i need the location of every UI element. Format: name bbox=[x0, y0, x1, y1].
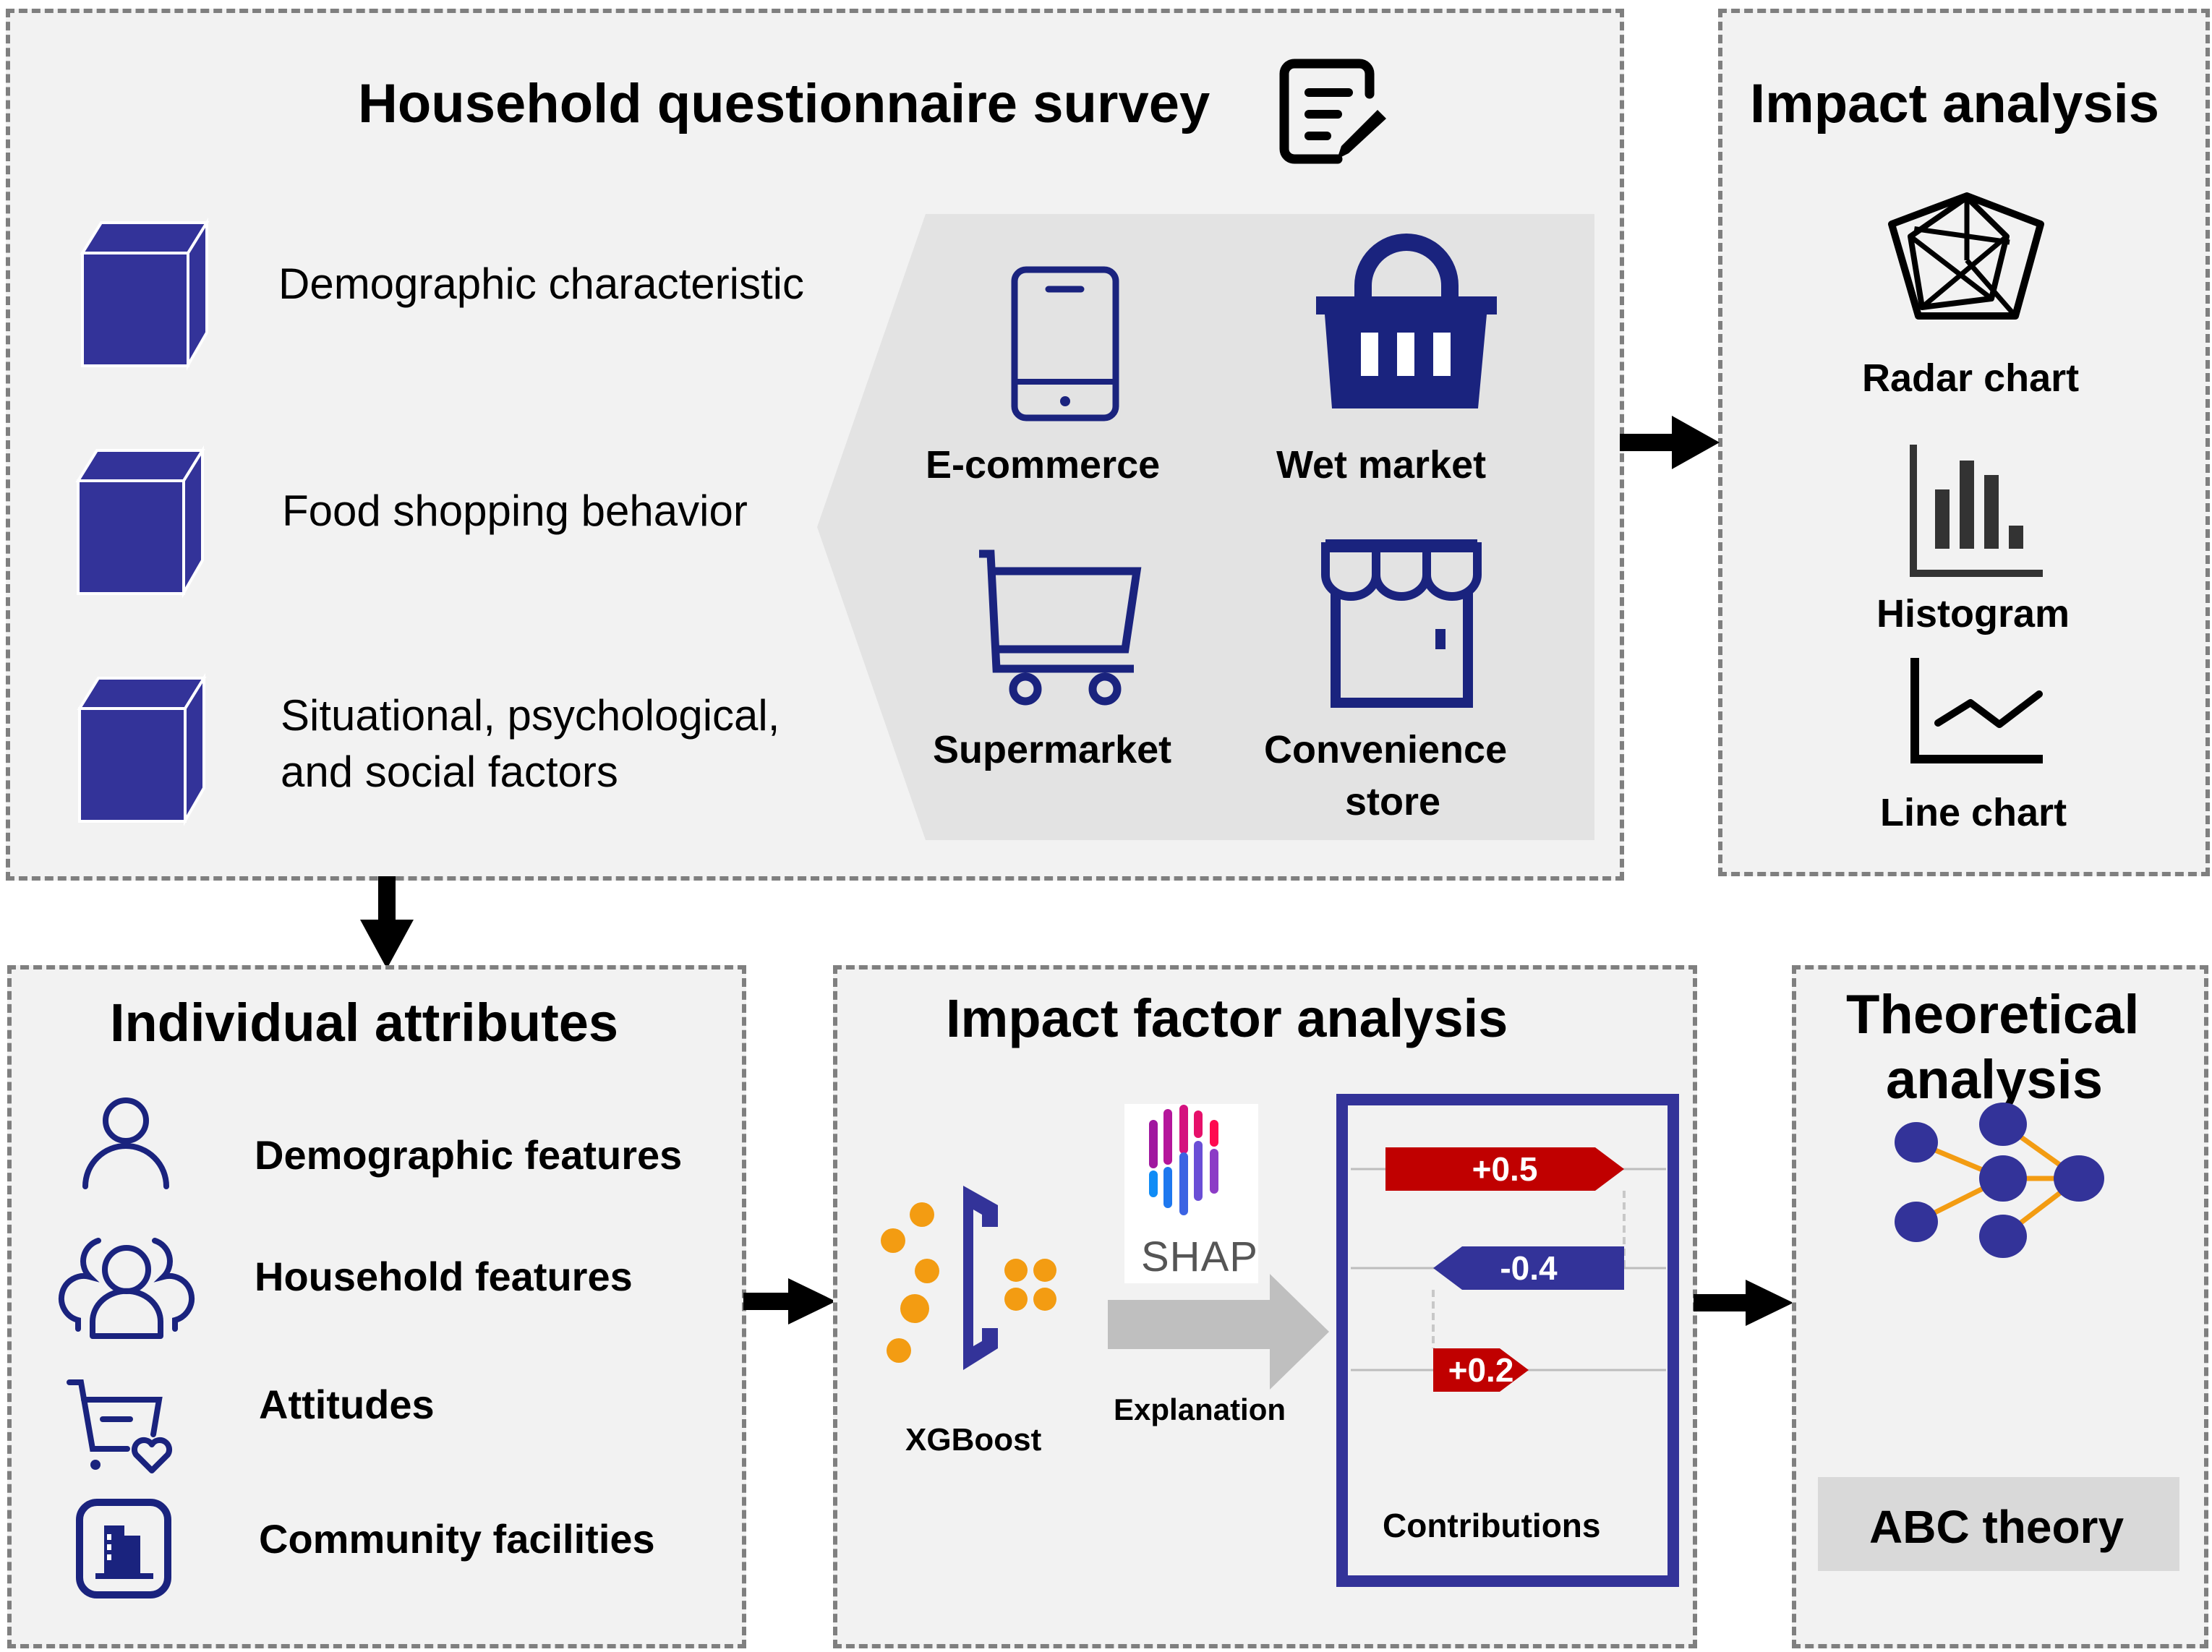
survey-category-label: Demographic characteristic bbox=[278, 260, 804, 308]
contribution-bar bbox=[1433, 1348, 1529, 1392]
attribute-label: Household features bbox=[255, 1254, 633, 1299]
contribution-bar bbox=[1433, 1246, 1624, 1290]
shap-logo bbox=[1124, 1104, 1258, 1283]
cart-heart-icon bbox=[67, 1379, 172, 1473]
attribute-label: Demographic features bbox=[255, 1132, 683, 1178]
attribute-label: Community facilities bbox=[259, 1516, 655, 1562]
channel-label: Supermarket bbox=[933, 728, 1172, 771]
contributions-label: Contributions bbox=[1383, 1507, 1601, 1544]
impact-analysis-title: Impact analysis bbox=[1750, 73, 2160, 134]
network-graph-icon bbox=[1895, 1103, 2104, 1258]
cube-icon bbox=[77, 672, 207, 826]
abc-theory-label: ABC theory bbox=[1869, 1501, 2125, 1553]
arrow-right-icon bbox=[1620, 416, 1720, 469]
explanation-arrow-icon bbox=[1108, 1274, 1329, 1390]
shopping-cart-icon bbox=[979, 549, 1142, 706]
arrow-right-icon bbox=[1694, 1280, 1793, 1326]
building-icon bbox=[76, 1499, 171, 1598]
attribute-label: Attitudes bbox=[259, 1382, 435, 1427]
basket-icon bbox=[1316, 234, 1497, 408]
contributions-bars: +0.5 -0.4 +0.2 bbox=[1351, 1147, 1666, 1392]
cube-icon bbox=[80, 217, 210, 371]
channel-label: Convenience bbox=[1264, 728, 1508, 771]
impact-analysis-item-label: Histogram bbox=[1876, 592, 2070, 635]
shap-label: SHAP bbox=[1141, 1233, 1258, 1280]
line-chart-icon bbox=[1910, 658, 2043, 763]
channel-label: store bbox=[1345, 780, 1441, 823]
survey-category-label: and social factors bbox=[281, 748, 618, 796]
arrow-right-icon bbox=[743, 1278, 836, 1324]
radar-chart-icon bbox=[1888, 192, 2044, 320]
impact-analysis-item-label: Line chart bbox=[1880, 791, 2067, 834]
contribution-value-label: +0.5 bbox=[1472, 1150, 1538, 1188]
xgboost-label: XGBoost bbox=[905, 1422, 1042, 1458]
histogram-icon bbox=[1910, 445, 2043, 577]
impact-analysis-item-label: Radar chart bbox=[1862, 356, 2080, 400]
theoretical-title: Theoretical bbox=[1846, 984, 2140, 1045]
explanation-label: Explanation bbox=[1114, 1392, 1286, 1426]
cube-icon bbox=[75, 445, 205, 599]
person-icon bbox=[82, 1097, 169, 1189]
survey-category-label: Food shopping behavior bbox=[282, 487, 748, 535]
abc-theory-badge bbox=[1818, 1477, 2179, 1571]
contribution-value-label: +0.2 bbox=[1448, 1351, 1514, 1389]
survey-edit-icon bbox=[1279, 59, 1386, 164]
arrow-down-icon bbox=[360, 876, 414, 969]
storefront-icon bbox=[1321, 539, 1482, 708]
theoretical-title: analysis bbox=[1886, 1049, 2103, 1110]
individual-attributes-panel bbox=[7, 965, 746, 1648]
channel-label: E-commerce bbox=[926, 443, 1161, 487]
xgboost-logo-icon bbox=[881, 1186, 1056, 1370]
household-icon bbox=[58, 1238, 195, 1339]
individual-attributes-title: Individual attributes bbox=[110, 993, 619, 1053]
impact-factor-title: Impact factor analysis bbox=[946, 988, 1508, 1048]
channel-label: Wet market bbox=[1276, 443, 1487, 487]
survey-category-label: Situational, psychological, bbox=[281, 691, 780, 740]
smartphone-icon bbox=[1011, 266, 1119, 421]
contribution-bar bbox=[1385, 1147, 1624, 1191]
impact-analysis-panel bbox=[1718, 9, 2210, 876]
contribution-value-label: -0.4 bbox=[1500, 1249, 1558, 1287]
survey-title: Household questionnaire survey bbox=[358, 73, 1210, 134]
shap-logo-icon bbox=[1149, 1105, 1218, 1215]
